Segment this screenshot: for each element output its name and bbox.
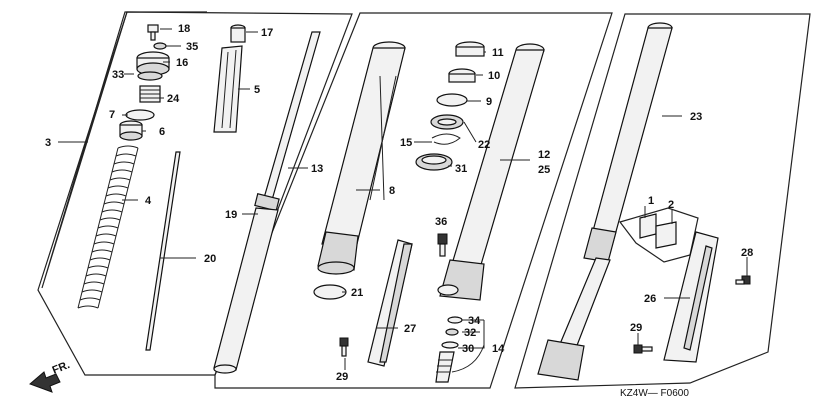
callout-14: 14 bbox=[492, 343, 505, 355]
clip-15 bbox=[431, 133, 461, 145]
nut-24 bbox=[139, 85, 161, 103]
spacer-6 bbox=[119, 120, 143, 141]
callout-18: 18 bbox=[178, 23, 190, 35]
callout-5: 5 bbox=[254, 84, 260, 96]
callout-23: 23 bbox=[690, 111, 702, 123]
damper-cartridge-13 bbox=[213, 31, 321, 374]
frame-left-group bbox=[37, 11, 353, 376]
outer-tube-12 bbox=[437, 43, 545, 301]
callout-15: 15 bbox=[400, 137, 412, 149]
callout-32: 32 bbox=[464, 327, 476, 339]
dust-seal-11 bbox=[455, 41, 485, 57]
fork-clamp-1 bbox=[639, 213, 657, 239]
callout-25: 25 bbox=[538, 164, 550, 176]
callout-19: 19 bbox=[225, 209, 237, 221]
bolt-29-right bbox=[633, 344, 653, 354]
callout-28: 28 bbox=[741, 247, 753, 259]
collar-17 bbox=[230, 24, 246, 43]
callout-20: 20 bbox=[204, 253, 216, 265]
callout-13: 13 bbox=[311, 163, 323, 175]
callout-8: 8 bbox=[389, 185, 395, 197]
callout-31: 31 bbox=[455, 163, 467, 175]
fork-clamp-2 bbox=[655, 221, 677, 249]
direction-label: FR. bbox=[51, 359, 72, 377]
washer-34 bbox=[447, 316, 463, 324]
inner-tube-8 bbox=[317, 41, 406, 275]
oil-seal-22 bbox=[430, 114, 464, 130]
fork-assembly-23 bbox=[537, 22, 673, 381]
callout-1: 1 bbox=[648, 195, 654, 207]
callout-16: 16 bbox=[176, 57, 188, 69]
callout-33: 33 bbox=[112, 69, 124, 81]
callout-11: 11 bbox=[492, 47, 504, 59]
o-ring-21 bbox=[313, 284, 347, 300]
bolt-18 bbox=[147, 24, 159, 41]
callout-7: 7 bbox=[109, 109, 115, 121]
callout-24: 24 bbox=[167, 93, 180, 105]
callout-2: 2 bbox=[668, 199, 674, 211]
callout-21: 21 bbox=[351, 287, 363, 299]
frame-left-top bbox=[41, 11, 207, 289]
callout-26: 26 bbox=[644, 293, 656, 305]
callout-17: 17 bbox=[261, 27, 273, 39]
frame-right-group bbox=[514, 13, 811, 389]
fork-guard-26 bbox=[663, 231, 719, 363]
callout-6: 6 bbox=[159, 126, 165, 138]
bolt-36 bbox=[437, 233, 448, 257]
washer-9 bbox=[436, 93, 468, 107]
center-bolt-14 bbox=[435, 351, 455, 383]
stopper-ring-10 bbox=[448, 68, 476, 83]
callout-29-left: 29 bbox=[336, 371, 348, 383]
callout-22: 22 bbox=[478, 139, 490, 151]
callout-35: 35 bbox=[186, 41, 198, 53]
callout-27: 27 bbox=[404, 323, 416, 335]
fork-guard-27 bbox=[367, 239, 413, 367]
callout-12: 12 bbox=[538, 149, 550, 161]
bolt-28 bbox=[735, 275, 751, 285]
front-direction-arrow-icon bbox=[29, 371, 61, 393]
diagram-code: KZ4W— F0600 bbox=[620, 388, 689, 399]
damper-rod-20 bbox=[145, 151, 181, 351]
callout-3: 3 bbox=[45, 137, 51, 149]
spring-guide-5 bbox=[213, 45, 243, 133]
callout-36: 36 bbox=[435, 216, 447, 228]
washer-7 bbox=[125, 109, 155, 121]
bolt-29-left bbox=[339, 337, 349, 357]
o-ring-32 bbox=[445, 328, 459, 336]
o-ring-33 bbox=[137, 71, 163, 81]
callout-34: 34 bbox=[468, 315, 481, 327]
callout-29-right: 29 bbox=[630, 322, 642, 334]
o-ring-35 bbox=[153, 42, 167, 50]
callout-30: 30 bbox=[462, 343, 474, 355]
callout-9: 9 bbox=[486, 96, 492, 108]
fork-spring-4 bbox=[77, 145, 139, 309]
bushing-31 bbox=[415, 153, 453, 171]
washer-30 bbox=[441, 341, 459, 349]
callout-10: 10 bbox=[488, 70, 500, 82]
callout-4: 4 bbox=[145, 195, 152, 207]
